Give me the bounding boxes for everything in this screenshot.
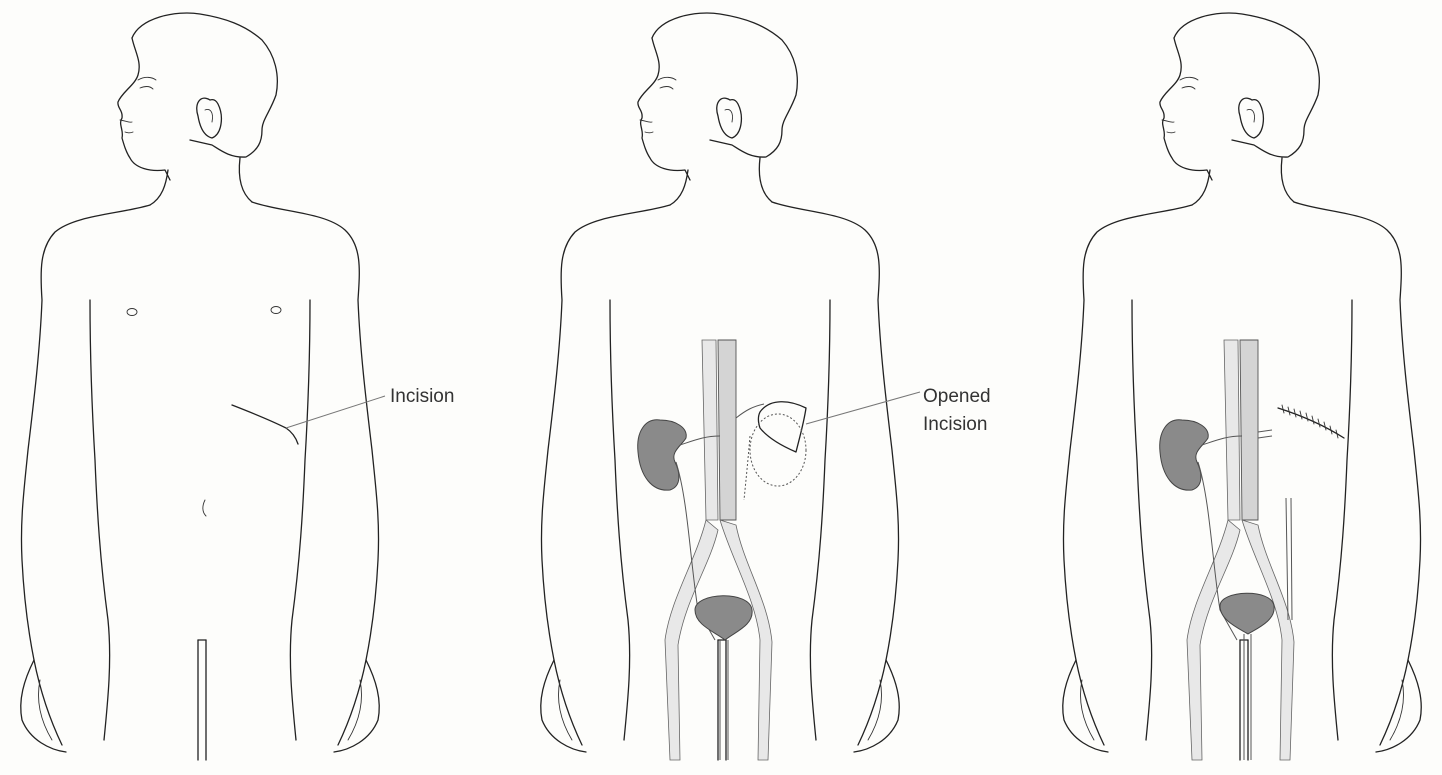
suture-stitches (1282, 405, 1338, 438)
sutured-incision (1278, 408, 1344, 438)
opened-incision-leader-line (806, 392, 920, 424)
opened-incision-label-line2: Incision (923, 414, 987, 435)
aorta (1224, 340, 1240, 520)
opened-incision-label-line1: Opened (923, 386, 991, 407)
incision-leader-line (286, 396, 385, 428)
incision-cavity (750, 414, 806, 486)
left-nipple (127, 309, 137, 316)
transplant-vessel-stub (1258, 430, 1272, 438)
transplant-vessel (736, 404, 764, 418)
panel-opened-incision: Opened Incision (541, 13, 991, 760)
kidney (638, 420, 686, 490)
vena-cava (718, 340, 736, 520)
incision-label: Incision (390, 386, 454, 407)
bladder (695, 596, 752, 640)
vena-cava (1240, 340, 1258, 520)
panel-closed-incision (1063, 13, 1422, 760)
drain-tube (1286, 498, 1292, 620)
urethra (720, 640, 728, 760)
incision-mark (232, 405, 298, 444)
kidney (1160, 420, 1208, 490)
navel (203, 500, 206, 516)
incision-dotted-path (744, 436, 750, 500)
aorta (702, 340, 718, 520)
body-outline (21, 13, 380, 760)
right-nipple (271, 307, 281, 314)
right-iliac-vessel (1242, 520, 1294, 760)
panel-incision: Incision (21, 13, 455, 760)
bladder (1220, 593, 1274, 634)
